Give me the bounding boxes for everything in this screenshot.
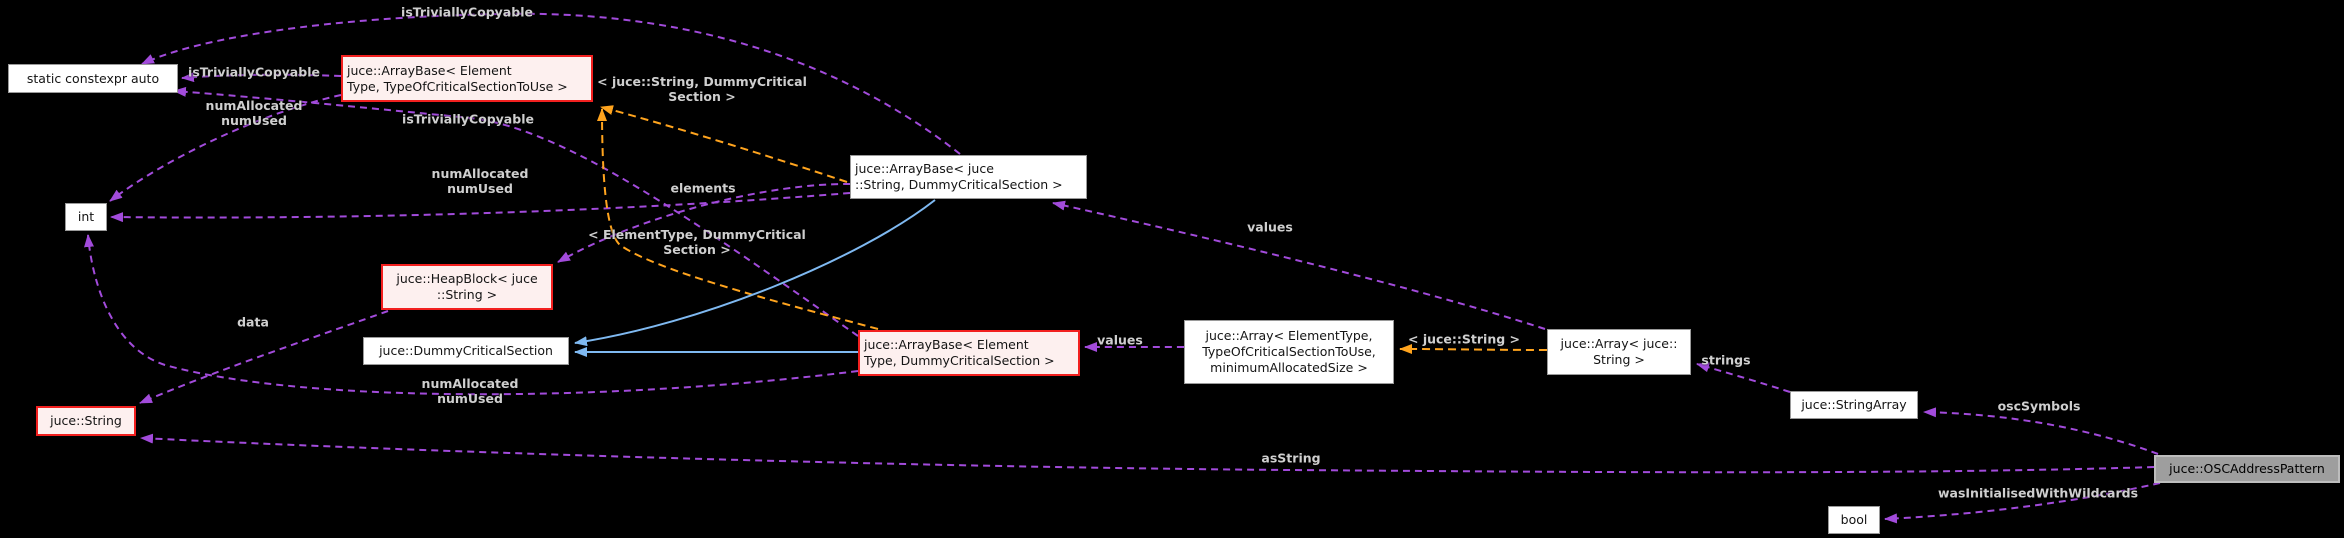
node-dummy-critical-section[interactable]: juce::DummyCriticalSection bbox=[363, 337, 569, 365]
edge-istriviallycopyable-from-arraybase-generic bbox=[181, 72, 342, 83]
node-int[interactable]: int bbox=[65, 203, 107, 231]
edge-istriviallycopyable-from-arraybase-string bbox=[141, 12, 961, 155]
node-osc-address-pattern[interactable]: juce::OSCAddressPattern bbox=[2154, 455, 2340, 483]
node-arraybase-string[interactable]: juce::ArrayBase< juce ::String, DummyCri… bbox=[850, 155, 1087, 199]
edge-elements bbox=[557, 182, 851, 263]
edge-numallocated-from-arraybase-element-dcs bbox=[84, 234, 859, 396]
node-heapblock-string[interactable]: juce::HeapBlock< juce ::String > bbox=[381, 264, 553, 310]
edge-inherit-from-arraybase-string bbox=[574, 199, 936, 347]
edge-numallocated-from-arraybase-string bbox=[110, 192, 851, 223]
node-arraybase-generic[interactable]: juce::ArrayBase< Element Type, TypeOfCri… bbox=[341, 55, 593, 102]
node-string-array[interactable]: juce::StringArray bbox=[1790, 391, 1918, 419]
node-static-constexpr-auto[interactable]: static constexpr auto bbox=[8, 64, 178, 93]
edge-template-juce-string bbox=[1399, 344, 1548, 355]
edge-oscsymbols bbox=[1923, 407, 2159, 455]
node-array-string[interactable]: juce::Array< juce:: String > bbox=[1547, 329, 1691, 375]
edge-numallocated-from-arraybase-generic bbox=[109, 94, 342, 202]
node-array-generic[interactable]: juce::Array< ElementType, TypeOfCritical… bbox=[1184, 320, 1394, 384]
edge-istriviallycopyable-from-arraybase-element-dcs bbox=[173, 86, 859, 337]
edge-asstring bbox=[140, 433, 2155, 474]
edge-data bbox=[139, 310, 389, 404]
node-bool[interactable]: bool bbox=[1828, 506, 1880, 534]
node-juce-string[interactable]: juce::String bbox=[36, 406, 136, 436]
edge-template-elementtype-dcs bbox=[597, 108, 879, 330]
node-arraybase-element-dcs[interactable]: juce::ArrayBase< Element Type, DummyCrit… bbox=[858, 330, 1080, 376]
edge-strings bbox=[1696, 362, 1791, 393]
edge-wasinitialisedwithwildcards bbox=[1884, 482, 2161, 524]
edge-values-to-arraybase-string bbox=[1052, 200, 1546, 330]
edge-template-string-dcs bbox=[600, 105, 848, 183]
